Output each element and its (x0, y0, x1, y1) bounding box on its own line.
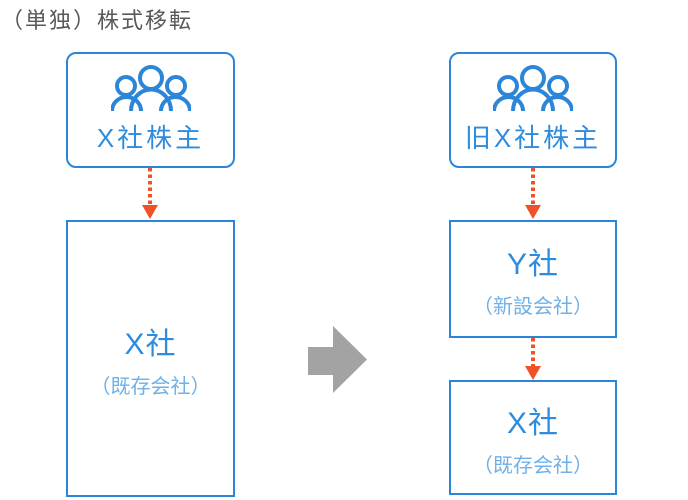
before-shareholders-box: X社株主 (66, 52, 235, 168)
after-shareholders-box: 旧X社株主 (449, 52, 617, 168)
after-new-company-note: （新設会社） (473, 296, 593, 318)
after-ownership-arrow-bottom (524, 338, 542, 380)
transform-arrow-icon (308, 326, 367, 393)
after-existing-company-note: （既存会社） (473, 454, 593, 477)
page-title: （単独）株式移転 (1, 8, 194, 33)
dotted-line (531, 338, 535, 366)
dotted-line (531, 168, 535, 205)
before-company-name: X社 (124, 327, 177, 361)
after-existing-company-name: X社 (506, 406, 559, 440)
after-existing-company-box: X社 （既存会社） (449, 380, 617, 495)
people-icon (493, 65, 573, 111)
dotted-line (148, 168, 152, 205)
arrow-head-icon (525, 205, 541, 219)
after-ownership-arrow-top (524, 168, 542, 219)
arrow-head-icon (525, 366, 541, 380)
people-icon (110, 65, 191, 111)
after-shareholders-label: 旧X社株主 (464, 123, 602, 153)
before-company-box: X社 （既存会社） (66, 220, 235, 497)
before-shareholders-label: X社株主 (96, 123, 205, 153)
after-new-company-box: Y社 （新設会社） (449, 220, 617, 338)
arrow-head-icon (142, 205, 158, 219)
before-company-note: （既存会社） (90, 375, 211, 398)
before-ownership-arrow (141, 168, 159, 219)
after-new-company-name: Y社 (506, 248, 559, 281)
